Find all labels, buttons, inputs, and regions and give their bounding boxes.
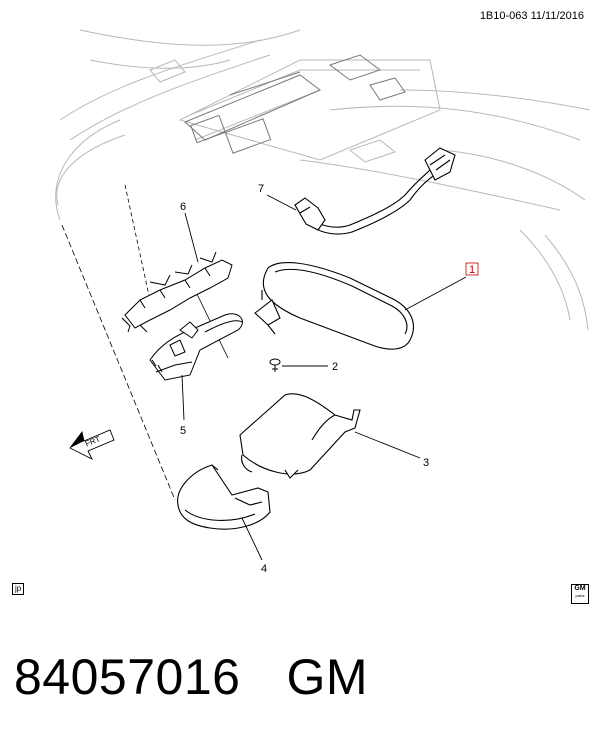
gm-logo-subtext: parts	[575, 593, 585, 598]
gm-logo: GM parts	[571, 584, 589, 604]
callout-7: 7	[258, 183, 264, 195]
jp-tag: jp	[12, 583, 25, 595]
callout-4: 4	[261, 563, 267, 575]
callout-labels: 1 2 3 4 5 6 7	[180, 183, 479, 575]
callout-1: 1	[469, 264, 475, 276]
overhead-console	[184, 54, 406, 154]
brand-name: GM	[286, 649, 369, 705]
document-id: 1B10-063 11/11/2016	[479, 10, 584, 22]
callout-2: 2	[332, 361, 338, 373]
part-2-screw	[269, 358, 281, 372]
callout-5: 5	[180, 425, 186, 437]
footer: 84057016 GM	[14, 648, 368, 706]
gm-logo-text: GM	[574, 585, 586, 592]
callout-6: 6	[180, 201, 186, 213]
part-1-mirror	[254, 262, 414, 350]
exploded-parts-diagram: 1 2 3 4 5 6 7 FRT	[55, 29, 591, 575]
callout-3: 3	[423, 457, 429, 469]
part-7-wiring-harness	[294, 147, 456, 235]
part-5-bracket	[149, 313, 243, 381]
part-3-cover	[239, 393, 361, 479]
part-number: 84057016	[14, 649, 241, 705]
part-4-cover	[177, 464, 271, 530]
part-6-bracket	[121, 251, 233, 333]
front-direction-arrow-icon: FRT	[69, 429, 115, 461]
leader-lines	[181, 194, 467, 561]
callout-1-box	[465, 262, 479, 276]
